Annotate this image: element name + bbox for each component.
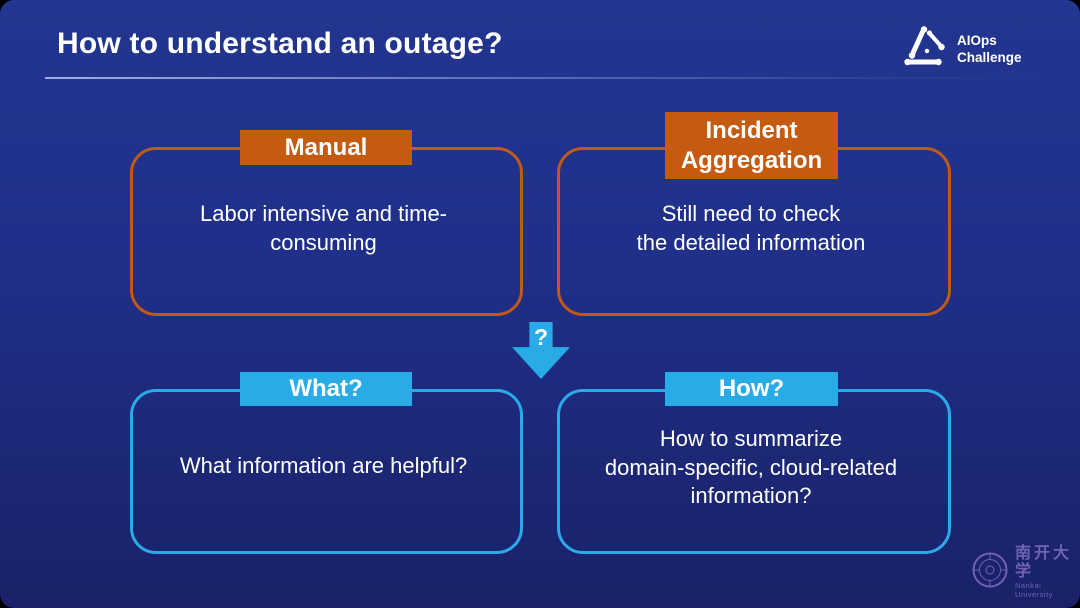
aiops-challenge-logo: AIOps Challenge <box>903 24 1022 73</box>
aiops-triangle-icon <box>903 24 949 73</box>
card-what-body: What information are helpful? <box>179 453 468 478</box>
nankai-english-name: Nankai University <box>1015 581 1053 599</box>
nankai-text: 南开大学 Nankai University <box>1015 545 1080 599</box>
nankai-university-logo: 南开大学 Nankai University <box>971 545 1080 599</box>
card-incident-aggregation-tab: Incident Aggregation <box>665 112 838 179</box>
brand-line2: Challenge <box>957 49 1022 65</box>
question-mark-label: ? <box>533 324 549 350</box>
card-incident-aggregation-body: Still need to check the detailed informa… <box>636 201 866 255</box>
nankai-chinese-name: 南开大学 <box>1015 545 1073 580</box>
card-manual-body: Labor intensive and time- consuming <box>199 201 448 255</box>
nankai-seal-icon <box>971 551 1009 594</box>
aiops-brand-text: AIOps Challenge <box>957 32 1022 66</box>
card-manual-tab: Manual <box>240 130 412 165</box>
title-underline <box>45 77 1040 79</box>
card-how-body: How to summarize domain-specific, cloud-… <box>604 426 898 509</box>
card-what-tab: What? <box>240 372 412 406</box>
brand-line1: AIOps <box>957 32 997 48</box>
slide-title: How to understand an outage? <box>57 27 503 60</box>
card-how-tab: How? <box>665 372 838 406</box>
